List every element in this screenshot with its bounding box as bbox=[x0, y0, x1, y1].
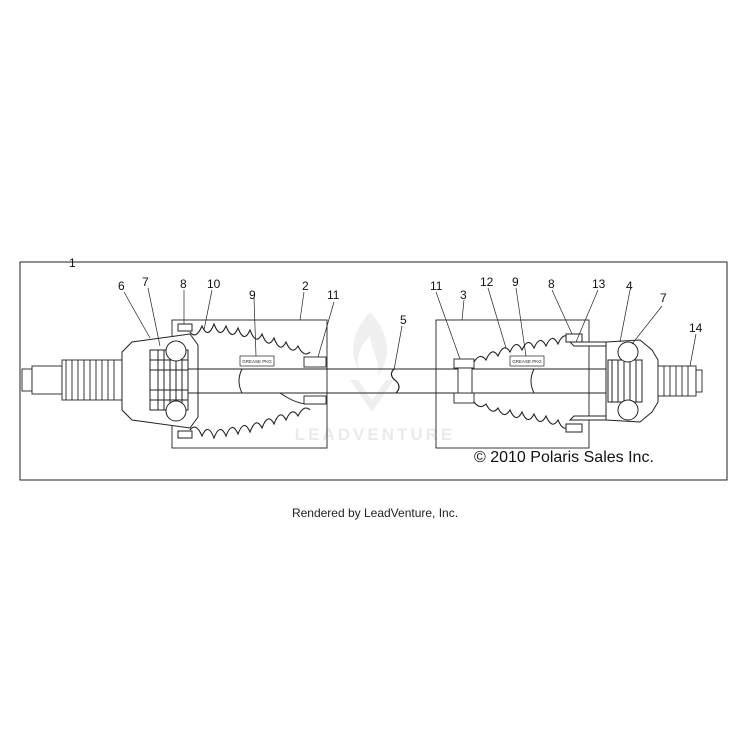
callout-grease-right: 9 bbox=[512, 275, 519, 289]
callout-inner-joint-right: 4 bbox=[626, 279, 633, 293]
small-clamp-left bbox=[303, 356, 327, 405]
callout-stub-right: 14 bbox=[689, 321, 703, 335]
callout-boot-right: 12 bbox=[480, 275, 494, 289]
callout-retainer-right: 13 bbox=[592, 277, 606, 291]
callout-outer-joint-left: 6 bbox=[118, 279, 125, 293]
grease-packet-left: GREASE PKG bbox=[239, 355, 275, 367]
callout-grease-left: 9 bbox=[249, 288, 256, 302]
clamp-left-bottom bbox=[177, 430, 193, 439]
watermark-text: LEADVENTURE bbox=[295, 425, 456, 444]
grease-label-right: GREASE PKG bbox=[512, 359, 542, 364]
callout-boot-kit-right: 3 bbox=[460, 288, 467, 302]
watermark-flame-icon bbox=[353, 312, 388, 376]
callout-bearing-left: 7 bbox=[142, 275, 149, 289]
render-credit: Rendered by LeadVenture, Inc. bbox=[291, 506, 459, 520]
clamp-right-bottom bbox=[565, 423, 583, 433]
inner-joint-right bbox=[565, 333, 659, 433]
watermark-v-icon bbox=[350, 380, 394, 412]
boot-left bbox=[189, 322, 311, 440]
boot-kit-box-right bbox=[435, 319, 590, 449]
grease-label-left: GREASE PKG bbox=[242, 359, 272, 364]
callout-assembly: 1 bbox=[69, 256, 76, 270]
callout-shaft: 5 bbox=[400, 313, 407, 327]
right-stub-shaft bbox=[657, 365, 703, 397]
copyright-notice: © 2010 Polaris Sales Inc. bbox=[474, 449, 654, 466]
assembly-frame bbox=[19, 261, 728, 481]
grease-packet-right: GREASE PKG bbox=[509, 355, 545, 367]
callout-clamp-left: 8 bbox=[180, 277, 187, 291]
callout-small-clamp-left: 11 bbox=[327, 288, 340, 302]
callout-bearing-right: 7 bbox=[660, 291, 667, 305]
clamp-left-top bbox=[177, 323, 193, 332]
left-stub-shaft bbox=[21, 359, 123, 401]
leadventure-watermark: LEADVENTURE bbox=[295, 312, 456, 444]
callout-clamp-right: 8 bbox=[548, 277, 555, 291]
callout-boot-left: 10 bbox=[207, 277, 221, 291]
bearing-ball-right-bottom bbox=[617, 399, 639, 421]
bearing-ball-left-top bbox=[165, 340, 187, 362]
bearing-ball-left-bottom bbox=[165, 400, 187, 422]
callouts: 1 6 7 8 10 9 2 11 5 11 3 12 9 8 13 4 7 1… bbox=[69, 256, 703, 335]
small-clamp-right bbox=[453, 358, 475, 404]
bearing-ball-right-top bbox=[617, 341, 639, 363]
leader-lines bbox=[76, 261, 697, 371]
boot-right bbox=[473, 335, 571, 429]
clamp-right-top bbox=[565, 333, 583, 343]
callout-small-clamp-right: 11 bbox=[430, 279, 443, 293]
callout-boot-kit-left: 2 bbox=[302, 279, 309, 293]
shaft-break-mark bbox=[390, 368, 400, 394]
outer-joint-left bbox=[121, 323, 199, 439]
main-shaft bbox=[188, 368, 608, 405]
